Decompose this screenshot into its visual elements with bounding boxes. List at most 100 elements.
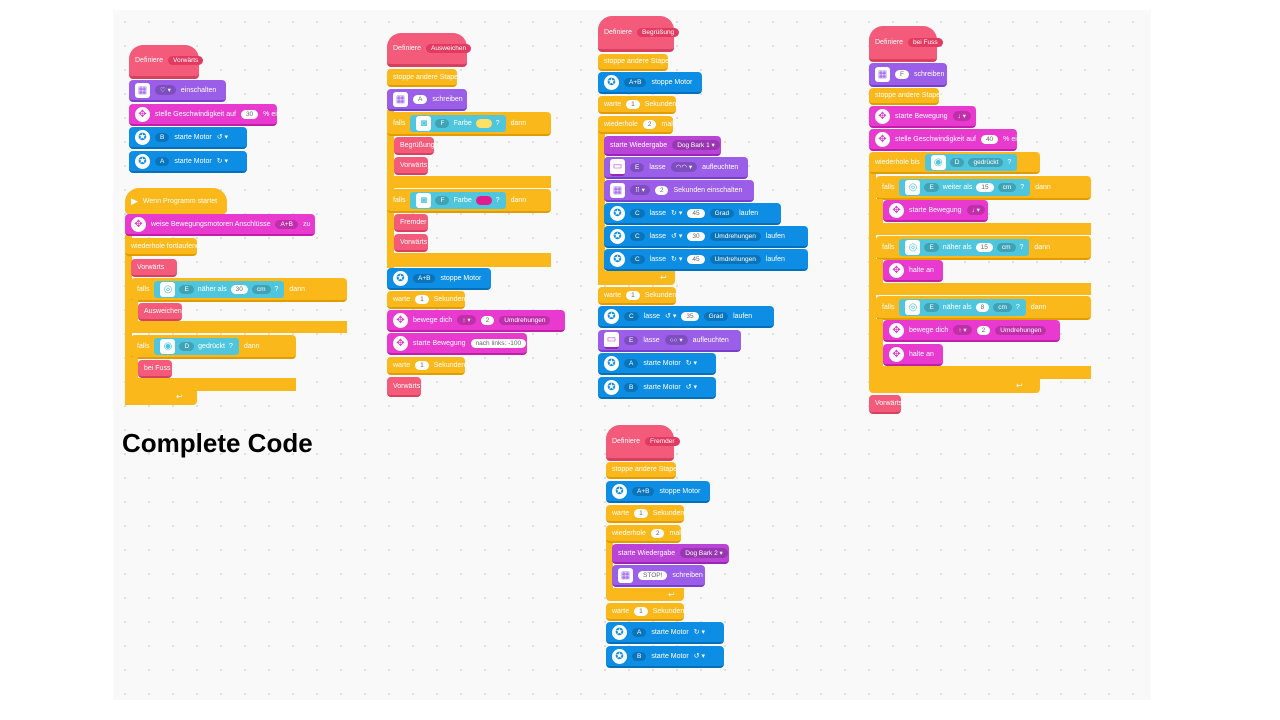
unit-dropdown[interactable]: Umdrehungen bbox=[709, 254, 761, 264]
force-condition[interactable]: ◉ D gedrückt ? bbox=[924, 153, 1018, 171]
set-speed-block[interactable]: ✥ stelle Geschwindigkeit auf 30 % ein bbox=[129, 104, 281, 126]
state-dropdown[interactable]: gedrückt bbox=[968, 157, 1004, 167]
port-dropdown[interactable]: C bbox=[630, 208, 645, 218]
unit-dropdown[interactable]: Grad bbox=[703, 311, 729, 321]
distance-condition[interactable]: ◎ E näher als 30 cm ? bbox=[154, 280, 285, 298]
stop-other-stacks-block[interactable]: stoppe andere Stapel bbox=[387, 69, 460, 87]
unit-dropdown[interactable]: cm bbox=[996, 242, 1016, 252]
port-dropdown[interactable]: E bbox=[924, 242, 939, 252]
image-dropdown[interactable]: ♡ ▾ bbox=[155, 85, 176, 95]
steering-input[interactable]: nach links: -100 bbox=[470, 338, 527, 348]
start-moving-block[interactable]: ✥ starte Bewegung nach links: -100 bbox=[387, 333, 527, 355]
if-closer-block[interactable]: falls ◎ E näher als 15 cm ? dann bbox=[876, 236, 1091, 260]
counterclockwise-icon[interactable]: ↺ ▾ bbox=[665, 313, 677, 320]
light-up-block[interactable]: ▭ E lasse ○○ ▾ aufleuchten bbox=[598, 330, 741, 352]
unit-dropdown[interactable]: cm bbox=[997, 182, 1017, 192]
call-bei-fuss-block[interactable]: bei Fuss bbox=[138, 360, 172, 378]
set-speed-block[interactable]: ✥ stelle Geschwindigkeit auf 40 % ein bbox=[869, 129, 1021, 151]
start-motor-b-block[interactable]: ✪ B starte Motor ↺ ▾ bbox=[606, 646, 724, 668]
start-motor-b-block[interactable]: ✪ B starte Motor ↺ ▾ bbox=[129, 127, 247, 149]
repeat-until-block[interactable]: wiederhole bis ◉ D gedrückt ? bbox=[869, 152, 1040, 174]
call-vorwaerts-block[interactable]: Vorwärts bbox=[394, 157, 428, 175]
seconds-input[interactable]: 1 bbox=[626, 290, 640, 300]
distance-condition[interactable]: ◎ E weiter als 15 cm ? bbox=[899, 178, 1031, 196]
call-vorwaerts-block[interactable]: Vorwärts bbox=[131, 259, 177, 277]
clockwise-icon[interactable]: ↻ ▾ bbox=[216, 158, 229, 165]
wait-block[interactable]: warte 1 Sekunden bbox=[606, 603, 684, 621]
counterclockwise-icon[interactable]: ↺ ▾ bbox=[216, 134, 229, 141]
color-swatch-magenta[interactable] bbox=[475, 195, 492, 205]
port-dropdown[interactable]: E bbox=[179, 284, 194, 294]
display-image-block[interactable]: ▦ ⠿ ▾ 2 Sekunden einschalten bbox=[604, 180, 754, 202]
force-condition[interactable]: ◉ D gedrückt ? bbox=[154, 337, 239, 355]
comparison-dropdown[interactable]: näher als bbox=[197, 285, 227, 293]
distance-condition[interactable]: ◎ E näher als 8 cm ? bbox=[899, 298, 1026, 316]
port-dropdown[interactable]: E bbox=[924, 182, 939, 192]
counterclockwise-icon[interactable]: ↺ ▾ bbox=[671, 233, 683, 240]
call-vorwaerts-block[interactable]: Vorwärts bbox=[394, 234, 428, 252]
ports-dropdown[interactable]: A+B bbox=[413, 273, 436, 283]
seconds-input[interactable]: 1 bbox=[626, 99, 640, 109]
stop-motor-block[interactable]: ✪ A+B stoppe Motor bbox=[606, 481, 710, 503]
clockwise-icon[interactable]: ↻ ▾ bbox=[685, 360, 698, 367]
amount-input[interactable]: 2 bbox=[480, 315, 495, 325]
unit-dropdown[interactable]: Umdrehungen bbox=[709, 231, 761, 241]
counterclockwise-icon[interactable]: ↺ ▾ bbox=[685, 384, 698, 391]
clockwise-icon[interactable]: ↻ ▾ bbox=[671, 210, 683, 217]
comparison-dropdown[interactable]: näher als bbox=[942, 303, 972, 311]
run-motor-c-rotations-block[interactable]: ✪ C lasse ↻ ▾ 45 Umdrehungen laufen bbox=[604, 249, 808, 271]
unit-dropdown[interactable]: Grad bbox=[709, 208, 735, 218]
port-dropdown[interactable]: B bbox=[624, 382, 639, 392]
wait-block[interactable]: warte 1 Sekunden bbox=[598, 287, 676, 305]
port-dropdown[interactable]: E bbox=[924, 302, 939, 312]
seconds-input[interactable]: 1 bbox=[415, 294, 429, 304]
wait-block[interactable]: warte 1 Sekunden bbox=[598, 96, 676, 114]
text-input[interactable]: A bbox=[413, 94, 428, 104]
define-block[interactable]: Definiere Begrüßung bbox=[598, 16, 680, 52]
port-dropdown[interactable]: E bbox=[630, 162, 645, 172]
color-condition[interactable]: ◙ F Farbe ? bbox=[410, 114, 506, 132]
port-dropdown[interactable]: A bbox=[632, 627, 647, 637]
direction-dropdown[interactable]: ↑ ▾ bbox=[457, 315, 476, 325]
amount-input[interactable]: 30 bbox=[687, 231, 705, 241]
amount-input[interactable]: 2 bbox=[976, 325, 991, 335]
speed-input[interactable]: 40 bbox=[980, 134, 999, 144]
unit-dropdown[interactable]: Umdrehungen bbox=[995, 325, 1047, 335]
text-input[interactable]: F bbox=[895, 69, 909, 79]
forever-block[interactable]: wiederhole fortlaufend bbox=[125, 238, 200, 256]
eyes-dropdown[interactable]: ◠◠ ▾ bbox=[670, 162, 698, 172]
port-dropdown[interactable]: F bbox=[435, 195, 450, 205]
repeat-block[interactable]: wiederhole 2 mal bbox=[606, 525, 681, 543]
run-motor-c-degrees-block[interactable]: ✪ C lasse ↻ ▾ 45 Grad laufen bbox=[604, 203, 781, 225]
eyes-dropdown[interactable]: ○○ ▾ bbox=[664, 335, 688, 345]
port-dropdown[interactable]: F bbox=[435, 118, 450, 128]
wait-block[interactable]: warte 1 Sekunden bbox=[387, 357, 465, 375]
call-ausweichen-block[interactable]: Ausweichen bbox=[138, 303, 182, 321]
start-motor-a-block[interactable]: ✪ A starte Motor ↻ ▾ bbox=[598, 353, 716, 375]
repeat-count-input[interactable]: 2 bbox=[642, 119, 657, 129]
port-dropdown[interactable]: C bbox=[630, 231, 645, 241]
ports-dropdown[interactable]: A+B bbox=[632, 486, 655, 496]
sound-dropdown[interactable]: Dog Bark 2 ▾ bbox=[680, 548, 728, 558]
define-block[interactable]: Definiere Fremder bbox=[606, 425, 680, 461]
port-dropdown[interactable]: D bbox=[949, 157, 965, 167]
stop-moving-block[interactable]: ✥ halte an bbox=[883, 344, 943, 366]
when-program-starts-block[interactable]: ▶ Wenn Programm startet bbox=[125, 188, 227, 214]
set-movement-motors-block[interactable]: ✥ weise Bewegungsmotoren Anschlüsse A+B … bbox=[125, 214, 315, 236]
unit-dropdown[interactable]: Umdrehungen bbox=[499, 315, 551, 325]
write-block[interactable]: ▦ STOP! schreiben bbox=[612, 565, 705, 587]
call-vorwaerts-block[interactable]: Vorwärts bbox=[387, 377, 421, 397]
clockwise-icon[interactable]: ↻ ▾ bbox=[693, 629, 706, 636]
stop-motor-block[interactable]: ✪ A+B stoppe Motor bbox=[598, 72, 702, 94]
direction-dropdown[interactable]: ↓ ▾ bbox=[952, 111, 971, 121]
seconds-input[interactable]: 1 bbox=[634, 508, 648, 518]
duration-input[interactable]: 2 bbox=[654, 185, 669, 195]
sound-dropdown[interactable]: Dog Bark 1 ▾ bbox=[672, 140, 720, 150]
start-motor-b-block[interactable]: ✪ B starte Motor ↺ ▾ bbox=[598, 377, 716, 399]
unit-dropdown[interactable]: cm bbox=[251, 284, 271, 294]
distance-input[interactable]: 15 bbox=[976, 182, 994, 192]
amount-input[interactable]: 35 bbox=[681, 311, 699, 321]
amount-input[interactable]: 45 bbox=[687, 254, 705, 264]
start-moving-block[interactable]: ✥ starte Bewegung ↓ ▾ bbox=[869, 106, 976, 128]
start-motor-a-block[interactable]: ✪ A starte Motor ↻ ▾ bbox=[129, 151, 247, 173]
